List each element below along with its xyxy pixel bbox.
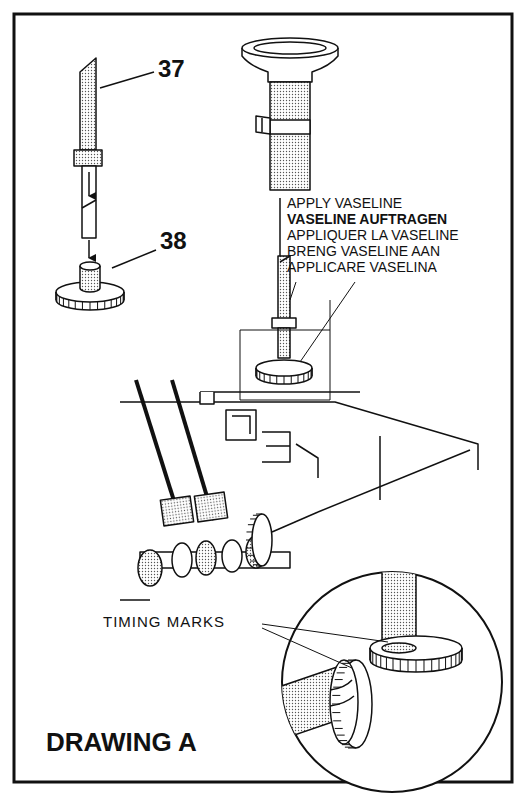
gear-tooth bbox=[56, 294, 57, 302]
gear-tooth bbox=[370, 650, 371, 662]
gear-tooth bbox=[256, 566, 262, 567]
gear-tooth bbox=[445, 657, 446, 669]
gear-tooth bbox=[386, 657, 387, 669]
gear-tooth bbox=[246, 540, 252, 541]
drawing-title: DRAWING A bbox=[46, 728, 197, 757]
leader-line bbox=[262, 624, 388, 642]
note-text: APPLIQUER LA VASELINE bbox=[287, 228, 459, 243]
gear-38 bbox=[56, 262, 124, 310]
gear-tooth bbox=[250, 561, 256, 562]
gear-tooth bbox=[259, 372, 260, 380]
gear-tooth bbox=[63, 298, 64, 306]
gear-tooth bbox=[124, 292, 125, 300]
gear-tooth bbox=[90, 302, 91, 310]
gear-tooth bbox=[270, 375, 271, 383]
note-text: BRENG VASELINE AAN bbox=[287, 244, 440, 259]
gear-tooth bbox=[68, 300, 69, 308]
distributor-housing bbox=[242, 38, 338, 190]
gear-tooth bbox=[56, 292, 57, 300]
gear-tooth bbox=[264, 374, 265, 382]
gear-tooth bbox=[337, 735, 345, 736]
gear-tooth bbox=[248, 555, 254, 556]
callout-number: 38 bbox=[160, 228, 187, 254]
leader-line bbox=[262, 628, 352, 668]
gear-tooth bbox=[284, 376, 285, 384]
gear-tooth bbox=[120, 296, 121, 304]
gear-tooth bbox=[246, 548, 252, 549]
gear-tooth bbox=[335, 679, 343, 680]
gear-tooth bbox=[256, 514, 262, 515]
note-text: VASELINE AUFTRAGEN bbox=[287, 212, 447, 227]
gear-tooth bbox=[332, 695, 340, 696]
gear-tooth bbox=[59, 296, 60, 304]
gear-tooth bbox=[111, 300, 112, 308]
gear-tooth bbox=[116, 298, 117, 306]
callout-number: 37 bbox=[158, 56, 185, 82]
camshaft bbox=[138, 512, 318, 586]
gear-tooth bbox=[439, 658, 440, 670]
frame bbox=[14, 14, 512, 782]
gear-tooth bbox=[335, 728, 343, 729]
gear-tooth bbox=[380, 656, 381, 668]
gear-tooth bbox=[97, 302, 98, 310]
note-text: APPLICARE VASELINA bbox=[287, 260, 437, 275]
gear-tooth bbox=[393, 658, 394, 670]
gear-tooth bbox=[104, 301, 105, 309]
gear-tooth bbox=[276, 376, 277, 384]
gear-tooth bbox=[337, 672, 345, 673]
gear-tooth bbox=[372, 652, 373, 664]
gear-tooth bbox=[312, 368, 313, 376]
gear-tooth bbox=[423, 660, 424, 672]
gear-tooth bbox=[339, 667, 347, 668]
gear-tooth bbox=[416, 660, 417, 672]
gear-tooth bbox=[348, 748, 356, 749]
shaft-37 bbox=[80, 58, 96, 150]
gear-tooth bbox=[339, 740, 347, 741]
gear-tooth bbox=[253, 515, 259, 516]
gear-tooth bbox=[256, 368, 257, 376]
gear-tooth bbox=[248, 524, 254, 525]
gear-tooth bbox=[342, 744, 350, 745]
gear-tooth bbox=[400, 659, 401, 671]
gear-tooth bbox=[376, 654, 377, 666]
gear-tooth bbox=[75, 301, 76, 309]
gear-tooth bbox=[451, 656, 452, 668]
gear-tooth bbox=[459, 652, 460, 664]
gear-tooth bbox=[462, 648, 463, 660]
gear-tooth bbox=[250, 518, 256, 519]
gear-tooth bbox=[291, 376, 292, 384]
gear-tooth bbox=[408, 660, 409, 672]
gear-tooth bbox=[431, 659, 432, 671]
part-label: TIMING MARKS bbox=[103, 614, 225, 631]
gear-tooth bbox=[311, 370, 312, 378]
gear-tooth bbox=[256, 370, 257, 378]
gear-tooth bbox=[303, 374, 304, 382]
drive-gear-shaft bbox=[256, 256, 312, 384]
leader-line bbox=[100, 72, 154, 88]
note-text: APPLY VASELINE bbox=[287, 196, 402, 211]
gear-tooth bbox=[308, 372, 309, 380]
gear-tooth bbox=[246, 531, 252, 532]
gear-tooth bbox=[455, 654, 456, 666]
gear-tooth bbox=[332, 712, 340, 713]
gear-tooth bbox=[298, 375, 299, 383]
timing-detail bbox=[270, 560, 462, 748]
engine-block bbox=[120, 380, 478, 600]
gear-tooth bbox=[253, 564, 259, 565]
gear-tooth bbox=[82, 302, 83, 310]
gear-tooth bbox=[123, 294, 124, 302]
gear-tooth bbox=[345, 660, 353, 661]
gear-tooth bbox=[333, 720, 341, 721]
